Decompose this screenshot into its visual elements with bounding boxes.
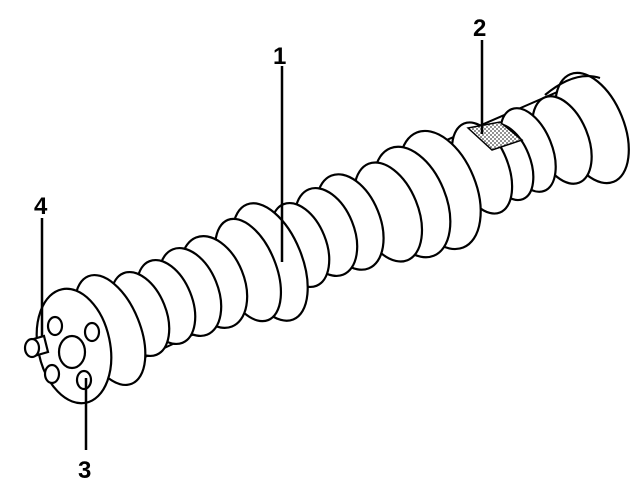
- callout-4: 4: [34, 193, 48, 220]
- center-bore: [57, 334, 87, 370]
- callout-3: 3: [78, 457, 91, 484]
- bolt-hole: [46, 315, 64, 337]
- camshaft-lobes: [73, 71, 630, 387]
- callout-2: 2: [473, 15, 486, 42]
- leader-lines: [40, 40, 484, 450]
- callout-1: 1: [273, 43, 286, 70]
- bolt-hole: [75, 369, 93, 391]
- bolt-hole: [43, 363, 61, 385]
- bolt-hole: [83, 321, 101, 343]
- dowel-pin: [23, 334, 50, 359]
